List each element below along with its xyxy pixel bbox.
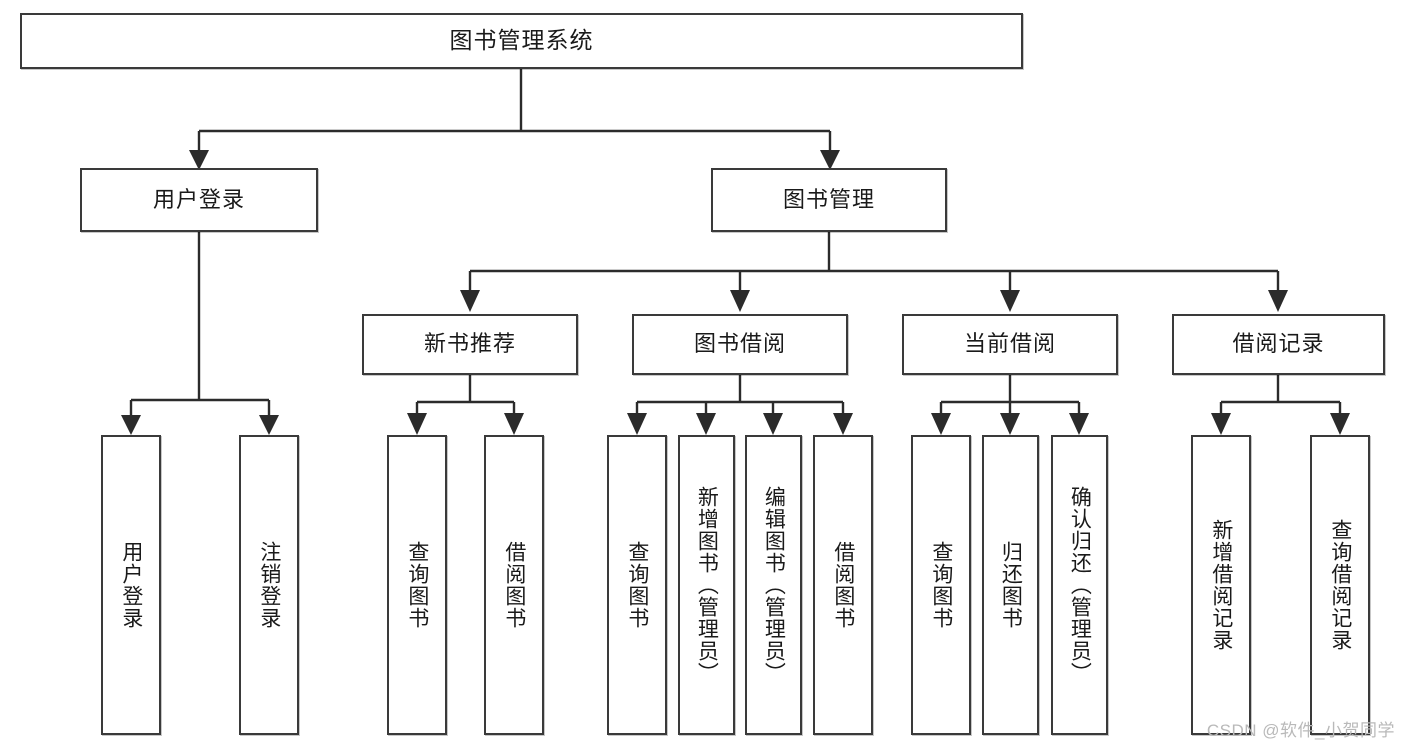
node-leaf-borrow-book-1[interactable]: 借阅图书 [484,435,544,735]
arrowhead-leaf-user-logout [259,415,279,435]
arrowhead-leaf-query-book-2 [627,413,647,435]
wire-book-borrow-bus [635,375,845,415]
wire-borrow-record-bus [1219,375,1342,415]
node-leaf-user-logout[interactable]: 注销登录 [239,435,299,735]
arrowhead-book-manage [820,150,840,170]
arrowhead-leaf-query-book-1 [407,413,427,435]
wire-root-bus [197,69,832,152]
arrowhead-leaf-borrow-book-1 [504,413,524,435]
arrowhead-leaf-user-login [121,415,141,435]
node-leaf-query-book-2[interactable]: 查询图书 [607,435,667,735]
arrowhead-book-borrow [730,290,750,312]
arrowhead-leaf-return-book [1000,413,1020,435]
arrowhead-new-book-rec [460,290,480,312]
arrowhead-leaf-query-book-3 [931,413,951,435]
node-leaf-user-login-label: 用户登录 [119,541,143,629]
node-leaf-borrow-book-2-label: 借阅图书 [831,541,855,629]
node-leaf-add-book[interactable]: 新增图书（管理员） [678,435,735,735]
node-leaf-add-book-label: 新增图书（管理员） [695,486,719,684]
node-leaf-query-book-2-label: 查询图书 [625,541,649,629]
node-leaf-edit-book[interactable]: 编辑图书（管理员） [745,435,802,735]
node-leaf-confirm-return[interactable]: 确认归还（管理员） [1051,435,1108,735]
node-leaf-confirm-return-label: 确认归还（管理员） [1068,486,1092,684]
node-user-login-label: 用户登录 [152,186,245,212]
arrowhead-leaf-confirm-return [1069,413,1089,435]
node-leaf-borrow-book-1-label: 借阅图书 [502,541,526,629]
node-book-manage[interactable]: 图书管理 [711,168,947,232]
arrowhead-current-borrow [1000,290,1020,312]
node-leaf-query-book-3[interactable]: 查询图书 [911,435,971,735]
node-new-book-rec-label: 新书推荐 [423,331,516,357]
arrowhead-leaf-add-record [1211,413,1231,435]
node-leaf-return-book-label: 归还图书 [999,541,1023,629]
arrowhead-leaf-edit-book [763,413,783,435]
node-user-login[interactable]: 用户登录 [80,168,318,232]
node-leaf-add-record[interactable]: 新增借阅记录 [1191,435,1251,735]
arrowhead-leaf-query-record [1330,413,1350,435]
node-leaf-query-book-1[interactable]: 查询图书 [387,435,447,735]
node-current-borrow-label: 当前借阅 [963,331,1056,357]
arrowhead-leaf-borrow-book-2 [833,413,853,435]
node-leaf-borrow-book-2[interactable]: 借阅图书 [813,435,873,735]
node-leaf-query-book-1-label: 查询图书 [405,541,429,629]
node-book-manage-label: 图书管理 [782,186,875,212]
node-leaf-user-login[interactable]: 用户登录 [101,435,161,735]
node-current-borrow[interactable]: 当前借阅 [902,314,1118,375]
wire-current-borrow-bus [939,375,1081,415]
wire-book-manage-bus [468,232,1280,292]
node-leaf-user-logout-label: 注销登录 [257,541,281,629]
node-leaf-query-book-3-label: 查询图书 [929,541,953,629]
arrowhead-leaf-add-book [696,413,716,435]
node-book-borrow-label: 图书借阅 [693,331,786,357]
node-book-borrow[interactable]: 图书借阅 [632,314,848,375]
node-leaf-query-record-label: 查询借阅记录 [1328,519,1352,651]
node-root-label: 图书管理系统 [449,27,594,54]
node-borrow-record[interactable]: 借阅记录 [1172,314,1385,375]
node-leaf-query-record[interactable]: 查询借阅记录 [1310,435,1370,735]
node-leaf-return-book[interactable]: 归还图书 [982,435,1039,735]
node-leaf-add-record-label: 新增借阅记录 [1209,519,1233,651]
csdn-watermark: CSDN @软件_小贺同学 [1206,721,1395,740]
node-borrow-record-label: 借阅记录 [1232,331,1325,357]
arrowhead-user-login [189,150,209,170]
wire-user-login-bus [129,232,271,418]
node-root[interactable]: 图书管理系统 [20,13,1023,69]
node-leaf-edit-book-label: 编辑图书（管理员） [762,486,786,684]
node-new-book-rec[interactable]: 新书推荐 [362,314,578,375]
wire-new-book-rec-bus [415,375,516,415]
arrowhead-borrow-record [1268,290,1288,312]
